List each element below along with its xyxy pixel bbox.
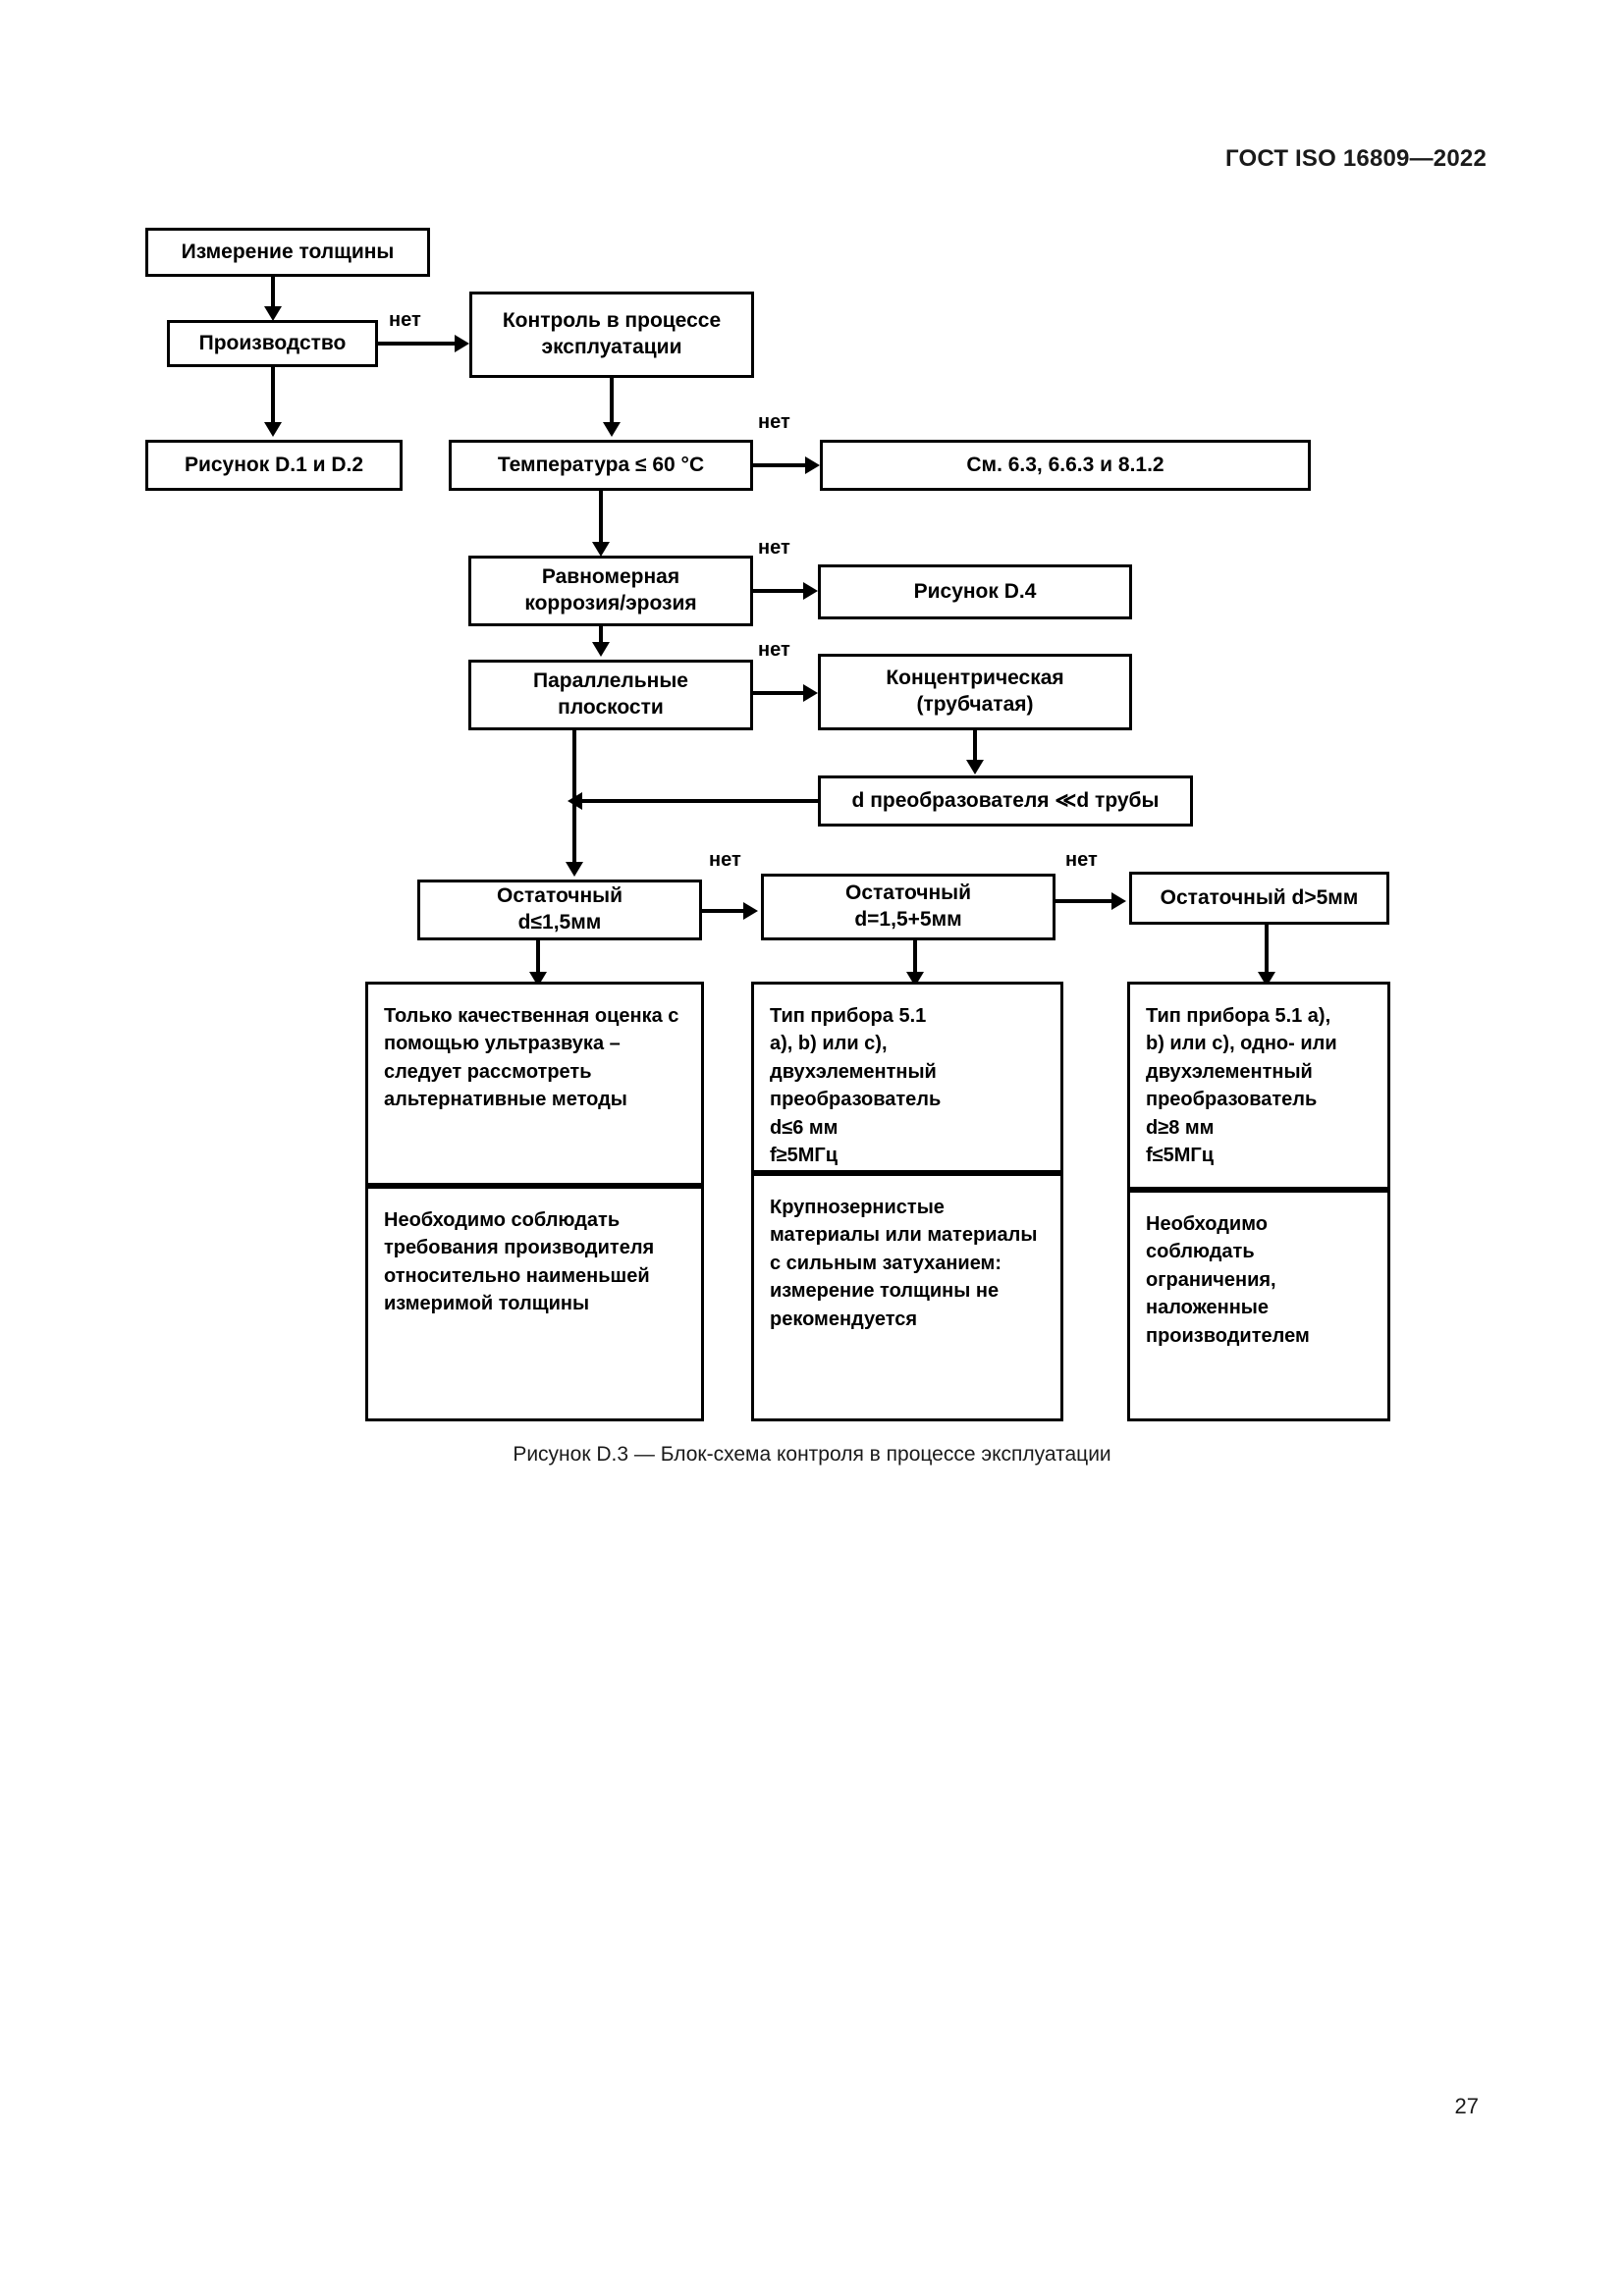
connector-production-to-figure-d1 xyxy=(271,367,275,426)
arrowhead-residual1-to-residual2 xyxy=(743,902,758,920)
arrowhead-temperature-to-clauses xyxy=(805,456,820,474)
edge-label-no-6: нет xyxy=(1065,849,1098,871)
node-residual-le-1-5: Остаточный d≤1,5мм xyxy=(417,880,702,940)
connector-inservice-to-temperature xyxy=(610,378,614,427)
arrowhead-production-to-figure-d1 xyxy=(264,422,282,437)
arrowhead-parallel-to-concentric xyxy=(803,684,818,702)
node-result-instrument-type-b: Тип прибора 5.1 a), b) или c), одно- или… xyxy=(1127,982,1390,1190)
node-uniform-corrosion: Равномерная коррозия/эрозия xyxy=(468,556,753,626)
connector-concentric-to-probe xyxy=(973,730,977,766)
node-concentric: Концентрическая (трубчатая) xyxy=(818,654,1132,730)
node-result-instrument-type-a: Тип прибора 5.1 a), b) или c), двухэлеме… xyxy=(751,982,1063,1173)
node-thickness-measurement: Измерение толщины xyxy=(145,228,430,277)
arrowhead-residual2-to-residual3 xyxy=(1111,892,1126,910)
edge-label-no-2: нет xyxy=(758,411,790,433)
document-header: ГОСТ ISO 16809—2022 xyxy=(1225,145,1487,172)
node-production: Производство xyxy=(167,320,378,367)
node-residual-gt-5: Остаточный d>5мм xyxy=(1129,872,1389,925)
node-result-qualitative: Только качественная оценка с помощью уль… xyxy=(365,982,704,1186)
arrowhead-corrosion-to-parallel xyxy=(592,642,610,657)
arrowhead-parallel-to-residual xyxy=(566,862,583,877)
connector-residual2-to-residual3 xyxy=(1056,899,1114,903)
connector-residual1-to-residual2 xyxy=(702,909,747,913)
connector-residual3-to-result3 xyxy=(1265,925,1269,978)
edge-label-no-5: нет xyxy=(709,849,741,871)
arrowhead-production-to-inservice xyxy=(455,335,469,352)
edge-label-no-3: нет xyxy=(758,537,790,559)
arrowhead-thickness-to-production xyxy=(264,306,282,321)
page-number: 27 xyxy=(1454,2094,1479,2118)
node-figure-d4: Рисунок D.4 xyxy=(818,564,1132,619)
connector-residual2-to-result2 xyxy=(913,940,917,978)
connector-residual1-to-result1 xyxy=(536,940,540,978)
node-in-service-inspection: Контроль в процессе эксплуатации xyxy=(469,292,754,378)
connector-probe-to-spine xyxy=(572,799,818,803)
connector-parallel-to-concentric xyxy=(753,691,808,695)
connector-corrosion-to-figure-d4 xyxy=(753,589,808,593)
arrowhead-temperature-to-corrosion xyxy=(592,542,610,557)
connector-production-to-inservice xyxy=(378,342,457,346)
node-see-clauses: См. 6.3, 6.6.3 и 8.1.2 xyxy=(820,440,1311,491)
edge-label-no-1: нет xyxy=(389,309,421,331)
node-probe-diameter: d преобразователя ≪d трубы xyxy=(818,775,1193,827)
figure-caption: Рисунок D.3 — Блок-схема контроля в проц… xyxy=(513,1443,1111,1466)
connector-thickness-to-production xyxy=(271,277,275,312)
node-figure-d1-d2: Рисунок D.1 и D.2 xyxy=(145,440,403,491)
arrowhead-concentric-to-probe xyxy=(966,760,984,774)
node-result-manufacturer-limits: Необходимо соблюдать ограничения, наложе… xyxy=(1127,1190,1390,1421)
arrowhead-inservice-to-temperature xyxy=(603,422,621,437)
connector-parallel-to-residual xyxy=(572,730,576,868)
node-result-coarse-grain: Крупнозернистые материалы или материалы … xyxy=(751,1173,1063,1421)
node-parallel-planes: Параллельные плоскости xyxy=(468,660,753,730)
node-residual-1-5-to-5: Остаточный d=1,5+5мм xyxy=(761,874,1056,940)
connector-temperature-to-clauses xyxy=(753,463,810,467)
connector-corrosion-to-parallel xyxy=(599,626,603,646)
node-temperature: Температура ≤ 60 °C xyxy=(449,440,753,491)
arrowhead-corrosion-to-figure-d4 xyxy=(803,582,818,600)
flowchart-diagram: Измерение толщины Производство Контроль … xyxy=(145,228,1390,1421)
node-result-manufacturer-min: Необходимо соблюдать требования производ… xyxy=(365,1186,704,1421)
edge-label-no-4: нет xyxy=(758,639,790,661)
connector-temperature-to-corrosion xyxy=(599,491,603,546)
